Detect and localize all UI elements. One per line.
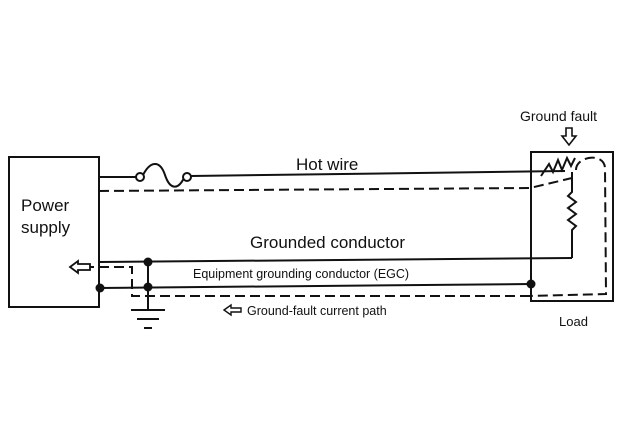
load-internal-wire <box>566 172 578 258</box>
grounded-conductor <box>98 257 573 263</box>
fault-path-loop <box>529 156 608 297</box>
ground-fault-label: Ground fault <box>520 108 597 124</box>
junction-dot <box>526 279 536 289</box>
ground-fault-zigzag-icon <box>540 155 576 177</box>
power-supply-label-line1: Power <box>21 196 70 215</box>
ground-fault-arrow-icon <box>560 127 578 147</box>
fuse-terminal-right <box>182 172 192 182</box>
fault-path-label: Ground-fault current path <box>247 304 387 318</box>
fuse-terminal-left <box>135 172 145 182</box>
load-label: Load <box>559 314 588 329</box>
hot-wire-label: Hot wire <box>296 155 358 174</box>
fault-return-arrow-icon <box>68 259 91 275</box>
load-box <box>530 151 614 302</box>
fault-path-upper <box>98 177 573 192</box>
fault-path-lower <box>90 266 530 297</box>
legend-arrow-icon <box>222 303 242 317</box>
egc-label: Equipment grounding conductor (EGC) <box>193 267 409 281</box>
junction-dot <box>143 282 153 292</box>
junction-dot <box>95 283 105 293</box>
fuse-icon <box>141 163 185 188</box>
grounded-conductor-label: Grounded conductor <box>250 233 405 252</box>
hot-wire-right <box>190 170 566 177</box>
junction-dot <box>143 257 153 267</box>
power-supply-label-line2: supply <box>21 218 71 237</box>
egc-line <box>98 283 532 289</box>
power-supply-box <box>8 156 100 308</box>
